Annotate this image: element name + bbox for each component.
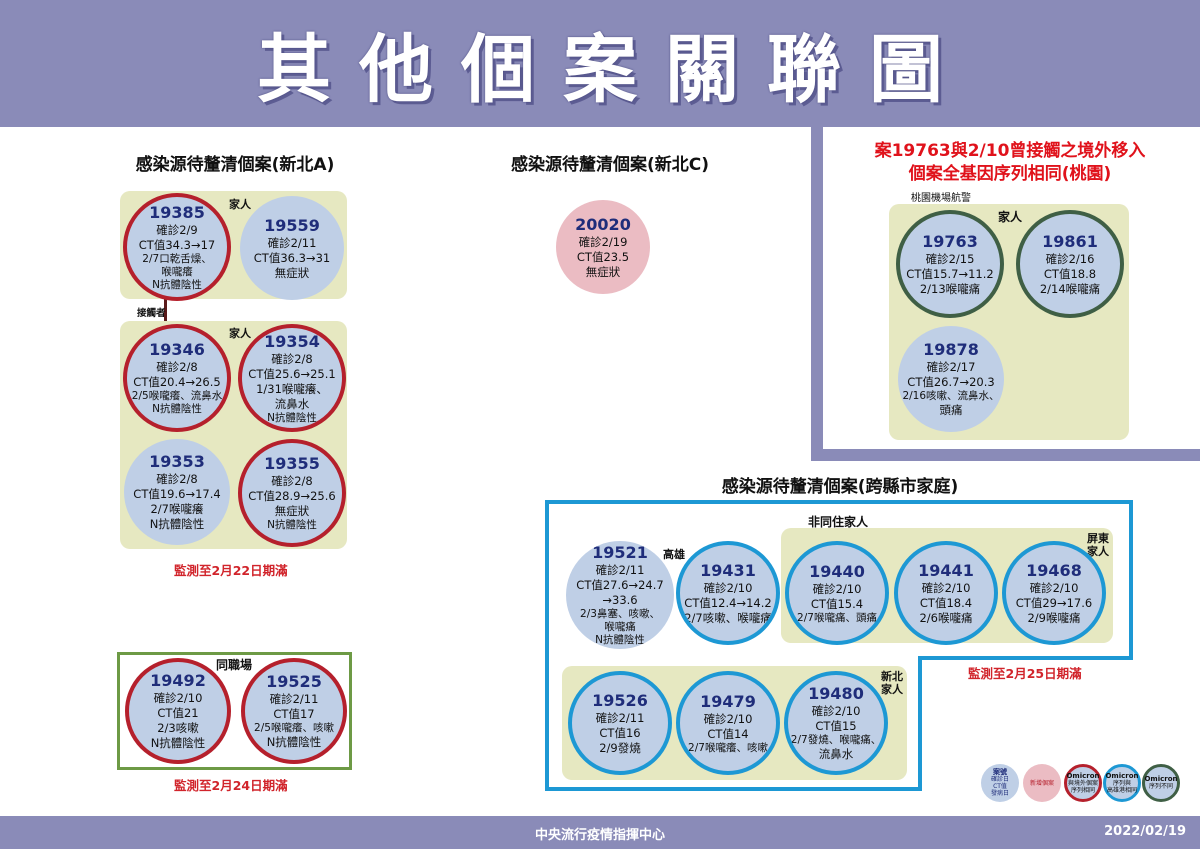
label-non-resident-family: 非同住家人 — [808, 515, 869, 529]
monitoring-note: 監測至2月24日期滿 — [174, 778, 288, 793]
page-title: 其他個案關聯圖 — [257, 27, 971, 113]
cross-county-outline — [545, 500, 1133, 791]
case-node: 19440 確診2/10 CT值15.4 2/7喉嚨痛、頭痛 — [785, 541, 889, 645]
label-family: 家人 — [998, 210, 1023, 224]
label-family: 家人 — [229, 198, 251, 211]
case-node: 19526 確診2/11 CT值16 2/9發燒 — [568, 671, 672, 775]
label-new-taipei: 新北 家人 — [881, 670, 903, 696]
case-node: 19525 確診2/11 CT值17 2/5喉嚨癢、咳嗽 N抗體陰性 — [241, 658, 347, 764]
case-node: 19480 確診2/10 CT值15 2/7發燒、喉嚨痛、 流鼻水 — [784, 671, 888, 775]
case-node: 19353 確診2/8 CT值19.6→17.4 2/7喉嚨癢 N抗體陰性 — [124, 439, 230, 545]
monitoring-note: 監測至2月22日期滿 — [174, 563, 288, 578]
footer-organization: 中央流行疫情指揮中心 — [534, 828, 665, 843]
panel-c-title: 感染源待釐清個案(新北C) — [510, 155, 709, 175]
case-node: 19431 確診2/10 CT值12.4→14.2 2/7咳嗽、喉嚨痛 — [676, 541, 780, 645]
footer: 中央流行疫情指揮中心 2022/02/19 — [0, 816, 1200, 849]
label-contact: 接觸者 — [137, 308, 166, 319]
case-node: 19492 確診2/10 CT值21 2/3咳嗽 N抗體陰性 — [125, 658, 231, 764]
label-family: 家人 — [229, 327, 251, 340]
legend-omicron-blue: Omicron 序列與 高雄港相同 — [1103, 764, 1141, 802]
label-pingtung: 屏東 家人 — [1087, 532, 1109, 558]
contact-connector — [164, 298, 167, 322]
label-workplace: 同職場 — [216, 658, 253, 672]
label-airport-police: 桃園機場航警 — [911, 193, 971, 204]
case-node: 19354 確診2/8 CT值25.6→25.1 1/31喉嚨癢、 流鼻水 N抗… — [238, 324, 346, 432]
legend-omicron-red: Omicron 與境外個案 序列相同 — [1064, 764, 1102, 802]
case-node: 19878 確診2/17 CT值26.7→20.3 2/16咳嗽、流鼻水、 頭痛 — [898, 326, 1004, 432]
footer-date: 2022/02/19 — [1104, 824, 1186, 839]
case-node: 19468 確診2/10 CT值29→17.6 2/9喉嚨痛 — [1002, 541, 1106, 645]
case-node: 19861 確診2/16 CT值18.8 2/14喉嚨痛 — [1016, 210, 1124, 318]
case-node: 19346 確診2/8 CT值20.4→26.5 2/5喉嚨癢、流鼻水 N抗體陰… — [123, 324, 231, 432]
legend-omicron-green: Omicron 序列不同 — [1142, 764, 1180, 802]
case-node: 19385 確診2/9 CT值34.3→17 2/7口乾舌燥、 喉嚨癢 N抗體陰… — [123, 193, 231, 301]
monitoring-note: 監測至2月25日期滿 — [968, 666, 1082, 681]
case-node: 19521 確診2/11 CT值27.6→24.7 →33.6 2/3鼻塞、咳嗽… — [566, 541, 674, 649]
case-node: 19441 確診2/10 CT值18.4 2/6喉嚨痛 — [894, 541, 998, 645]
case-node: 19355 確診2/8 CT值28.9→25.6 無症狀 N抗體陰性 — [238, 439, 346, 547]
cross-county-title: 感染源待釐清個案(跨縣市家庭) — [721, 477, 959, 497]
panel-a-title: 感染源待釐清個案(新北A) — [135, 155, 335, 175]
case-node: 19763 確診2/15 CT值15.7→11.2 2/13喉嚨痛 — [896, 210, 1004, 318]
legend-case: 案號 確診日 CT值 發病日 — [981, 764, 1019, 802]
workplace-box — [117, 652, 352, 770]
taoyuan-title: 案19763與2/10曾接觸之境外移入 個案全基因序列相同(桃園) — [874, 141, 1146, 184]
case-node: 19559 確診2/11 CT值36.3→31 無症狀 — [240, 196, 344, 300]
case-node: 19479 確診2/10 CT值14 2/7喉嚨癢、咳嗽 — [676, 671, 780, 775]
case-node: 20020 確診2/19 CT值23.5 無症狀 — [556, 200, 650, 294]
legend-new-case: 新增個案 — [1023, 764, 1061, 802]
label-kaohsiung: 高雄 — [663, 548, 685, 561]
